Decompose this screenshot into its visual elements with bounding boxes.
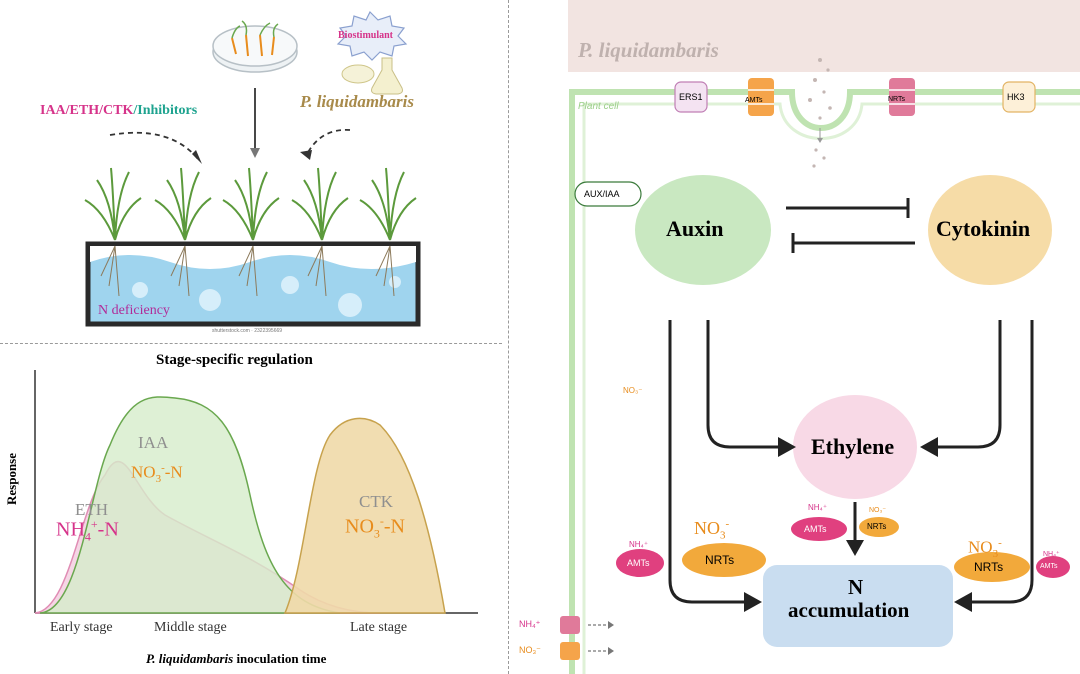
vertical-divider: [508, 0, 509, 674]
amts-oval-center: [791, 517, 847, 541]
ctk-no3-label: NO3--N: [345, 514, 405, 541]
nrts-center-label: NRTs: [867, 522, 887, 531]
eth-nh4-label: NH4+-N: [56, 517, 119, 544]
amts-right-label: AMTs: [1040, 563, 1058, 570]
eth-curve-label: ETH: [75, 500, 109, 519]
n-deficiency-label: N deficiency: [98, 303, 170, 318]
aux-iaa-pill: [574, 181, 642, 207]
ctk-curve-label: CTK: [359, 492, 393, 511]
fungus-band: [568, 0, 1080, 72]
no3-left-label: NO3-: [694, 518, 730, 542]
spore-particles: [808, 58, 832, 168]
ers1-receptor: [674, 81, 708, 113]
x-axis-label: P. liquidambaris inoculation time: [146, 651, 327, 666]
hk3-receptor: [1002, 81, 1036, 113]
nrts-receptor-label: NRTs: [888, 96, 905, 103]
input-arrows: [109, 88, 351, 164]
amts-oval-left: [616, 549, 664, 577]
no3-membrane-label: NO₃⁻: [623, 386, 643, 395]
aux-iaa-label: AUX/IAA: [584, 189, 620, 199]
ethylene-node: [793, 395, 917, 499]
ers1-label: ERS1: [679, 92, 703, 102]
legend-no3-transporter: [560, 642, 614, 660]
ctk-input-label: /CTK: [99, 103, 134, 118]
nrts-oval-left: [682, 543, 766, 577]
stock-watermark: shutterstock.com · 2322395669: [212, 328, 283, 334]
arrow-heads: [744, 437, 972, 612]
iaa-input-label: IAA: [40, 103, 66, 118]
ethylene-label: Ethylene: [811, 434, 895, 459]
hk3-label: HK3: [1007, 92, 1025, 102]
iaa-curve-label: IAA: [138, 433, 169, 452]
amts-transporter: [748, 78, 774, 116]
legend-no3-label: NO₃⁻: [519, 645, 541, 655]
experiment-setup-illustration: [84, 10, 421, 327]
eth-input-label: /ETH: [65, 103, 100, 118]
rice-plants: [84, 167, 417, 241]
amts-left-label: AMTs: [627, 558, 650, 568]
nh4-right-label: NH₄⁺: [1043, 551, 1060, 558]
cytokinin-label: Cytokinin: [936, 216, 1031, 241]
amts-oval-right: [1036, 556, 1070, 578]
nrts-oval-center: [859, 517, 899, 537]
iaa-no3-label: NO3--N: [131, 462, 183, 486]
nh4-center-label: NH₄⁺: [808, 503, 828, 512]
nh4-left-label: NH₄⁺: [629, 540, 649, 549]
n-accumulation-line2: accumulation: [788, 598, 910, 622]
cytokinin-node: [928, 175, 1052, 285]
nrts-oval-right: [954, 552, 1030, 582]
cell-membrane: [569, 89, 1080, 674]
hormone-inputs-label: IAA/ETH/CTK/Inhibitors: [40, 103, 197, 119]
no3-center-label: NO₃⁻: [869, 507, 887, 514]
legend-nh4-label: NH₄⁺: [519, 619, 541, 629]
nrts-transporter: [889, 78, 915, 116]
petri-dish-icon: [212, 20, 298, 73]
stage-response-curves: [34, 370, 478, 614]
nrts-left-label: NRTs: [705, 553, 735, 567]
auxin-node: [635, 175, 771, 285]
p-liquidambaris-input-label: P. liquidambaris: [300, 92, 414, 111]
iaa-curve: [39, 396, 341, 614]
auxin-label: Auxin: [666, 216, 724, 241]
horizontal-divider: [0, 343, 502, 344]
amts-receptor-label: AMTs: [745, 97, 763, 104]
organism-label: P. liquidambaris: [578, 38, 719, 62]
stage-tick-early: Early stage: [50, 620, 113, 635]
stage-tick-late: Late stage: [350, 620, 408, 635]
nrts-right-label: NRTs: [974, 560, 1004, 574]
biostimulant-label: Biostimulant: [338, 30, 394, 41]
amts-center-label: AMTs: [804, 524, 827, 534]
inoculum-flask-icon: [341, 57, 403, 95]
ctk-curve: [283, 417, 446, 614]
plant-cell-label: Plant cell: [578, 101, 619, 112]
pathway-arrows: [668, 320, 1034, 604]
n-accumulation-box: [763, 565, 953, 647]
legend-nh4-transporter: [560, 616, 614, 634]
y-axis-label: Response: [4, 452, 19, 505]
hydroponic-tank: [85, 241, 421, 327]
no3-right-label: NO3-: [968, 537, 1002, 561]
plant-cell-model: [560, 0, 1080, 674]
inhibitors-input-label: /Inhibitors: [133, 103, 198, 118]
stage-tick-middle: Middle stage: [154, 620, 227, 635]
stage-regulation-title: Stage-specific regulation: [156, 352, 313, 368]
biostimulant-burst-icon: [336, 10, 408, 61]
n-accumulation-line1: N: [848, 575, 864, 599]
